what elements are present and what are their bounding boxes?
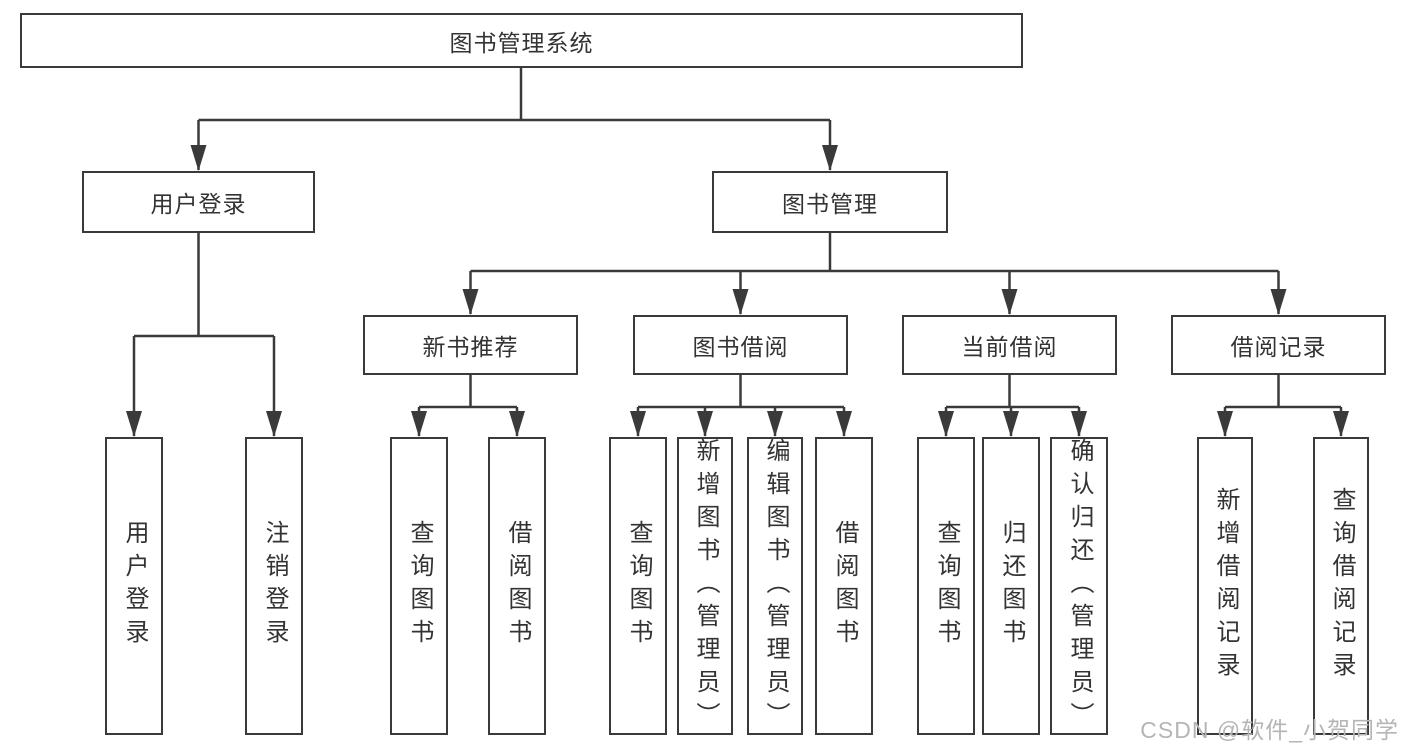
- leaf-records-add-record: 新增借阅记录: [1197, 437, 1253, 735]
- leaf-recommend-query-book-label: 查询图书: [406, 520, 433, 652]
- node-borrow-records: 借阅记录: [1171, 315, 1386, 375]
- leaf-borrow-edit-book-admin-label: 编辑图书（管理员）: [762, 437, 789, 735]
- node-current-borrow: 当前借阅: [902, 315, 1117, 375]
- node-library-management-system: 图书管理系统: [20, 13, 1023, 68]
- watermark: CSDN @软件_小贺同学: [1140, 717, 1399, 743]
- node-new-book-recommend: 新书推荐: [363, 315, 578, 375]
- leaf-current-confirm-return-admin: 确认归还（管理员）: [1050, 437, 1108, 735]
- leaf-borrow-borrow-book: 借阅图书: [815, 437, 873, 735]
- leaf-borrow-borrow-book-label: 借阅图书: [831, 520, 858, 652]
- leaf-borrow-add-book-admin-label: 新增图书（管理员）: [692, 437, 719, 735]
- leaf-borrow-query-book-label: 查询图书: [625, 520, 652, 652]
- leaf-current-query-book-label: 查询图书: [933, 520, 960, 652]
- leaf-recommend-borrow-book-label: 借阅图书: [504, 520, 531, 652]
- leaf-logout-label: 注销登录: [261, 520, 288, 652]
- leaf-user-login-label: 用户登录: [121, 520, 148, 652]
- leaf-current-confirm-return-admin-label: 确认归还（管理员）: [1066, 437, 1093, 735]
- leaf-current-query-book: 查询图书: [917, 437, 975, 735]
- leaf-borrow-edit-book-admin: 编辑图书（管理员）: [747, 437, 803, 735]
- leaf-records-query-record: 查询借阅记录: [1313, 437, 1369, 735]
- node-user-login: 用户登录: [82, 171, 315, 233]
- leaf-logout: 注销登录: [245, 437, 303, 735]
- leaf-user-login: 用户登录: [105, 437, 163, 735]
- leaf-recommend-query-book: 查询图书: [390, 437, 448, 735]
- leaf-borrow-add-book-admin: 新增图书（管理员）: [677, 437, 733, 735]
- leaf-recommend-borrow-book: 借阅图书: [488, 437, 546, 735]
- node-book-management: 图书管理: [712, 171, 948, 233]
- leaf-borrow-query-book: 查询图书: [609, 437, 667, 735]
- leaf-records-add-record-label: 新增借阅记录: [1212, 487, 1239, 685]
- leaf-records-query-record-label: 查询借阅记录: [1328, 487, 1355, 685]
- leaf-current-return-book-label: 归还图书: [998, 520, 1025, 652]
- leaf-current-return-book: 归还图书: [982, 437, 1040, 735]
- node-book-borrow: 图书借阅: [633, 315, 848, 375]
